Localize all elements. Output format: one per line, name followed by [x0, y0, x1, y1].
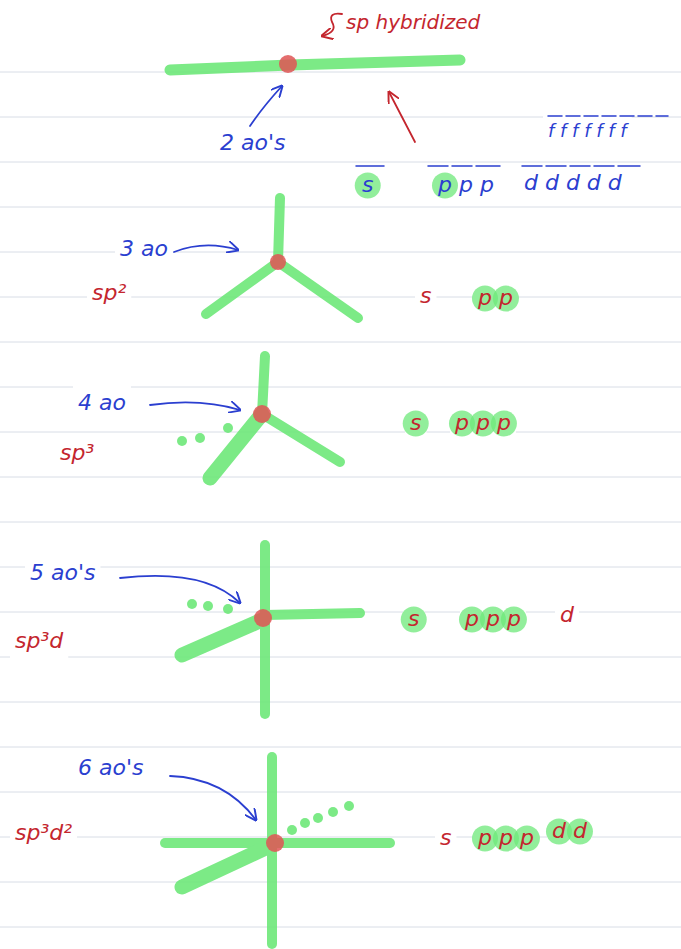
ruled-line	[518, 297, 681, 298]
red-note: s	[420, 283, 431, 309]
ruled-line	[456, 837, 473, 838]
ruled-line	[436, 297, 473, 298]
central-atom	[253, 55, 297, 852]
ruled-line	[0, 207, 681, 208]
red-note: p p p	[465, 606, 521, 632]
blue-note: d d d d d	[524, 170, 622, 196]
orbital-dashes	[356, 116, 668, 166]
blue-note: p p p	[438, 172, 494, 198]
ruled-line	[579, 612, 681, 613]
red-note: d d	[552, 818, 587, 844]
red-note: s	[440, 825, 451, 851]
blue-note: s	[362, 172, 373, 198]
ruled-line	[0, 297, 87, 298]
ruled-line	[424, 612, 460, 613]
ruled-line	[0, 567, 25, 568]
ruled-line	[526, 612, 555, 613]
ruled-line	[0, 162, 681, 163]
red-note: s	[408, 606, 419, 632]
highlighter-marks	[355, 173, 593, 852]
ruled-line	[0, 477, 681, 478]
ruled-line	[539, 837, 547, 838]
red-note: p p p	[478, 825, 534, 851]
ruled-line	[0, 882, 681, 883]
bond-lines	[165, 60, 460, 944]
ruled-line	[0, 72, 681, 73]
ruled-line	[173, 252, 681, 253]
ruled-line	[0, 927, 681, 928]
ruled-line	[0, 522, 681, 523]
red-note: sp³	[60, 440, 94, 466]
red-note: sp hybridized	[346, 10, 480, 34]
ruled-line	[0, 432, 405, 433]
ruled-line	[426, 432, 450, 433]
blue-note: 2 ao's	[220, 130, 285, 156]
blue-note: f f f f f f f	[548, 120, 627, 142]
highlight-blob	[403, 411, 429, 437]
red-note: sp³d	[15, 628, 63, 654]
red-note: p p p	[455, 410, 511, 436]
ruled-line	[0, 342, 681, 343]
ruled-line	[0, 252, 115, 253]
ruled-line	[592, 837, 681, 838]
ruled-line	[77, 837, 435, 838]
blue-note: 5 ao's	[30, 560, 95, 586]
pointer-arrows	[120, 86, 282, 820]
ruled-line	[516, 432, 681, 433]
dotted-back-bonds	[177, 423, 354, 835]
red-note: sp³d²	[15, 820, 72, 846]
red-note: s	[410, 410, 421, 436]
ruled-line	[68, 657, 681, 658]
ruled-line	[100, 567, 681, 568]
ruled-line	[0, 747, 681, 748]
red-note: p p	[478, 285, 513, 311]
highlight-blob	[401, 607, 427, 633]
ruled-line	[0, 117, 543, 118]
ruled-line	[0, 702, 681, 703]
ruled-line	[0, 837, 10, 838]
red-note: d	[560, 602, 574, 628]
ruled-line	[0, 792, 681, 793]
blue-note: 3 ao	[120, 236, 168, 262]
ruled-line	[0, 387, 73, 388]
ruled-line	[131, 387, 681, 388]
blue-note: 4 ao	[78, 390, 126, 416]
highlight-blob	[355, 173, 381, 199]
ruled-line	[131, 297, 415, 298]
blue-note: 6 ao's	[78, 755, 143, 781]
red-note: sp²	[92, 280, 126, 306]
ruled-line	[0, 657, 10, 658]
